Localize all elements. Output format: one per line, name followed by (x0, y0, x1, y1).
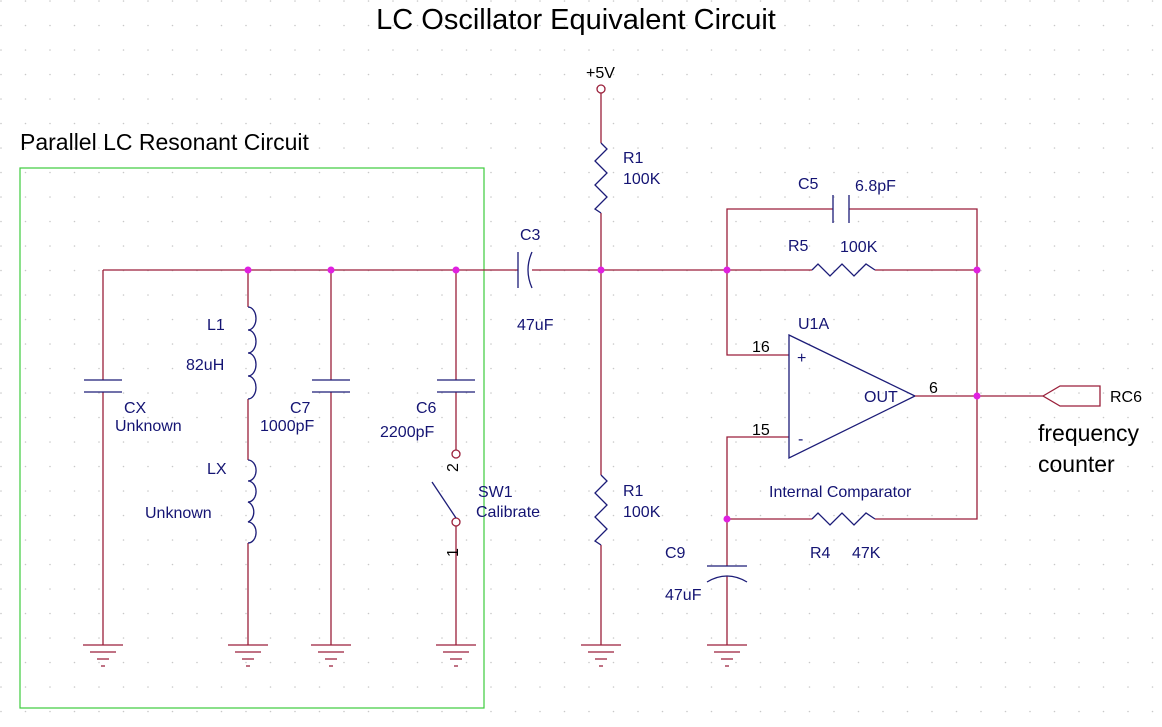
r1-top-ref: R1 (623, 150, 644, 167)
right-feedback-wire (875, 270, 978, 520)
c5-loop-wire (726, 208, 978, 270)
c6-value: 2200pF (380, 424, 434, 441)
l1-ref: L1 (207, 317, 225, 334)
lx-ref: LX (207, 461, 227, 478)
junction-node (452, 266, 460, 274)
u1a-opamp (788, 333, 917, 460)
internal-comparator-label: Internal Comparator (769, 484, 912, 501)
sw1-value: Calibrate (476, 504, 540, 521)
junction-node (597, 266, 605, 274)
u1a-minus-sign: - (798, 431, 803, 448)
u1a-pin-out: 6 (929, 380, 938, 397)
sw1-switch-blade (431, 481, 457, 519)
junction-node (327, 266, 335, 274)
frequency-counter-line2: counter (1038, 451, 1115, 477)
r1-top-resistor (593, 142, 608, 214)
cx-ref: CX (124, 400, 147, 417)
ground-symbol-inductor (228, 644, 268, 667)
junction-node (723, 515, 731, 523)
c9-capacitor (706, 565, 748, 583)
ground-symbol-c9 (707, 644, 747, 667)
diagram-title: LC Oscillator Equivalent Circuit (376, 4, 776, 36)
u1a-pin-plus: 16 (752, 339, 770, 356)
lx-inductor (247, 459, 257, 544)
c5-capacitor (832, 195, 850, 223)
frequency-counter-line1: frequency (1038, 420, 1140, 446)
sw1-bottom-contact (451, 517, 461, 527)
r1-bottom-ref: R1 (623, 483, 644, 500)
ground-symbol-cx (83, 644, 123, 667)
junction-node (723, 266, 731, 274)
r5-value: 100K (840, 239, 878, 256)
r1-bottom-resistor (593, 474, 608, 546)
ground-symbol-r1 (581, 644, 621, 667)
c6-capacitor (437, 379, 475, 393)
c3-value: 47uF (517, 317, 554, 334)
c9-ref: C9 (665, 545, 686, 562)
r1-bottom-value: 100K (623, 504, 661, 521)
lx-value: Unknown (145, 505, 212, 522)
l1-inductor (247, 306, 257, 400)
parallel-lc-box-label: Parallel LC Resonant Circuit (20, 129, 310, 155)
c7-value: 1000pF (260, 418, 314, 435)
l1-value: 82uH (186, 357, 224, 374)
junction-node (244, 266, 252, 274)
sw1-pin2: 2 (445, 463, 462, 472)
c7-capacitor (312, 379, 350, 393)
sw1-top-contact (451, 449, 461, 459)
r4-ref: R4 (810, 545, 831, 562)
c3-ref: C3 (520, 227, 541, 244)
u1a-minus-input-wire (726, 436, 789, 519)
u1a-pin-minus: 15 (752, 422, 770, 439)
r4-resistor (811, 512, 876, 526)
junction-node (973, 266, 981, 274)
sw1-pin1: 1 (445, 548, 462, 557)
parallel-lc-box (19, 167, 485, 709)
ground-symbol-sw1 (436, 644, 476, 667)
r4-value: 47K (852, 545, 881, 562)
c6-ref: C6 (416, 400, 437, 417)
u1a-plus-input-wire (726, 270, 789, 356)
r1-top-value: 100K (623, 171, 661, 188)
c9-value: 47uF (665, 587, 702, 604)
supply-label: +5V (586, 65, 615, 82)
u1a-ref: U1A (798, 316, 829, 333)
u1a-plus-sign: + (797, 350, 806, 367)
c5-value: 6.8pF (855, 178, 896, 195)
c5-ref: C5 (798, 176, 819, 193)
cx-value: Unknown (115, 418, 182, 435)
rc6-port-label: RC6 (1110, 389, 1142, 406)
r5-ref: R5 (788, 238, 809, 255)
junction-node (973, 392, 981, 400)
ground-symbol-c7 (311, 644, 351, 667)
sw1-ref: SW1 (478, 484, 513, 501)
c7-ref: C7 (290, 400, 311, 417)
cx-capacitor (84, 379, 122, 393)
rc6-port (1041, 385, 1101, 407)
supply-terminal (596, 84, 606, 94)
r5-resistor (811, 263, 876, 277)
u1a-out-label: OUT (864, 389, 898, 406)
c3-capacitor (517, 251, 533, 289)
